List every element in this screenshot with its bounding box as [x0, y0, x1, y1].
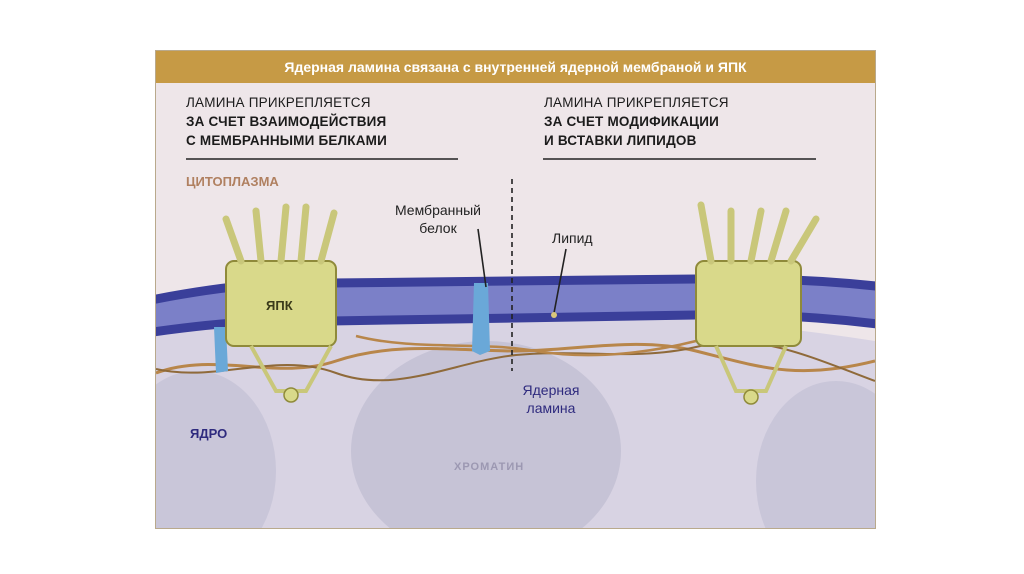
left-heading-line2: ЗА СЧЕТ ВЗАИМОДЕЙСТВИЯ: [186, 114, 387, 129]
left-membrane-protein: [214, 327, 228, 373]
figure-panel: Ядерная ламина связана с внутренней ядер…: [155, 50, 876, 529]
chromatin-blob-center: [351, 341, 621, 528]
nucleus-label: ЯДРО: [190, 426, 228, 441]
npc-right: [695, 201, 820, 405]
membrane-protein-pointer: [477, 228, 487, 288]
nuclear-lamina-label: Ядерная ламина: [506, 381, 596, 417]
chromatin-blob-left: [156, 371, 276, 528]
membrane-protein-label-line2: белок: [419, 220, 457, 236]
right-heading-line2: ЗА СЧЕТ МОДИФИКАЦИИ: [544, 114, 720, 129]
lamina-filament-1: [156, 342, 875, 375]
left-heading-line1: ЛАМИНА ПРИКРЕПЛЯЕТСЯ: [186, 95, 371, 110]
right-heading-line1: ЛАМИНА ПРИКРЕПЛЯЕТСЯ: [544, 95, 729, 110]
nuclear-lamina-label-line2: ламина: [526, 400, 576, 416]
lamina-filament-3: [355, 334, 697, 357]
nuclear-envelope-diagram: [156, 158, 875, 528]
right-heading-line3: И ВСТАВКИ ЛИПИДОВ: [544, 133, 697, 148]
lipid-anchor: [553, 248, 567, 314]
lipid-dot: [551, 312, 557, 318]
membrane-protein-shape: [472, 283, 490, 355]
nuclear-lamina-label-line1: Ядерная: [522, 382, 580, 398]
membrane-protein-label-line1: Мембранный: [394, 202, 481, 218]
chromatin-blob-right: [756, 381, 875, 528]
chromatin-label: ХРОМАТИН: [454, 461, 525, 473]
left-heading-line3: С МЕМБРАННЫМИ БЕЛКАМИ: [186, 133, 387, 148]
membrane-protein-label: Мембранный белок: [378, 201, 498, 237]
cytoplasm-label: ЦИТОПЛАЗМА: [186, 174, 279, 189]
npc-left: [222, 203, 338, 403]
right-heading: ЛАМИНА ПРИКРЕПЛЯЕТСЯ ЗА СЧЕТ МОДИФИКАЦИИ…: [544, 93, 729, 150]
left-heading: ЛАМИНА ПРИКРЕПЛЯЕТСЯ ЗА СЧЕТ ВЗАИМОДЕЙСТ…: [186, 93, 387, 150]
lipid-label: Липид: [552, 230, 593, 246]
figure-title-banner: Ядерная ламина связана с внутренней ядер…: [156, 51, 875, 83]
npc-label: ЯПК: [266, 298, 293, 313]
